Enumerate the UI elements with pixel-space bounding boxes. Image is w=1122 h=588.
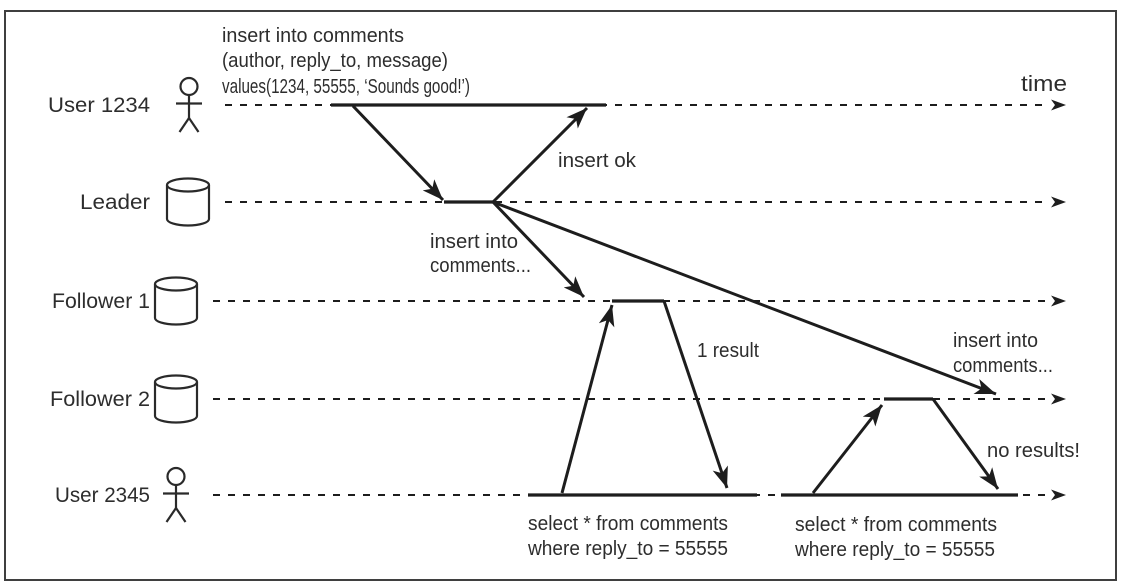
query2-result-label: no results! <box>987 440 1080 462</box>
arrow-query1-response <box>662 300 729 489</box>
insert-ok-label: insert ok <box>558 150 637 172</box>
arrow-query1-request <box>560 304 615 494</box>
arrow-query2-response <box>931 398 1000 490</box>
query2-statement-line-1: select * from comments <box>795 514 997 536</box>
arrow-query2-request <box>811 404 884 494</box>
insert-statement-line-3: values(1234, 55555, ‘Sounds good!’) <box>222 76 470 98</box>
lane-follower-1: Follower 1 <box>52 276 1066 326</box>
database-icon <box>153 276 199 326</box>
diagram-border <box>4 10 1117 581</box>
person-icon <box>176 76 202 133</box>
replicate-follower1-label-line-2: comments... <box>430 255 531 277</box>
actor-label-leader: Leader <box>80 191 150 214</box>
replicate-follower2-label-line-2: comments... <box>953 355 1053 377</box>
time-axis-label: time <box>1021 71 1067 96</box>
arrow-insert-request-to-leader <box>351 104 445 202</box>
query1-result-label: 1 result <box>697 340 759 362</box>
query2-statement-line-2: where reply_to = 55555 <box>794 539 995 561</box>
timeline-arrowhead <box>1051 393 1066 405</box>
timeline-arrowhead <box>1051 295 1066 307</box>
query1-statement-line-2: where reply_to = 55555 <box>527 538 728 560</box>
actor-label-user-2345: User 2345 <box>55 484 150 507</box>
timeline-arrowhead <box>1051 99 1066 111</box>
actor-label-follower-1: Follower 1 <box>52 290 150 313</box>
replicate-follower1-label-line-1: insert into <box>430 231 518 253</box>
insert-statement-line-2: (author, reply_to, message) <box>222 50 448 72</box>
replicate-follower2-label-line-1: insert into <box>953 330 1038 352</box>
timeline-arrowhead <box>1051 489 1066 501</box>
actor-label-user-1234: User 1234 <box>48 94 150 117</box>
arrow-insert-ok-response <box>491 106 589 204</box>
arrow-replicate-to-follower-1 <box>491 200 586 299</box>
database-icon <box>153 374 199 424</box>
database-icon <box>165 177 211 227</box>
lane-leader: Leader <box>80 177 1066 227</box>
insert-statement-line-1: insert into comments <box>222 25 404 47</box>
actor-label-follower-2: Follower 2 <box>50 388 150 411</box>
person-icon <box>163 466 189 523</box>
arrow-replicate-to-follower-2 <box>492 200 997 396</box>
query1-statement-line-1: select * from comments <box>528 513 728 535</box>
timeline-arrowhead <box>1051 196 1066 208</box>
